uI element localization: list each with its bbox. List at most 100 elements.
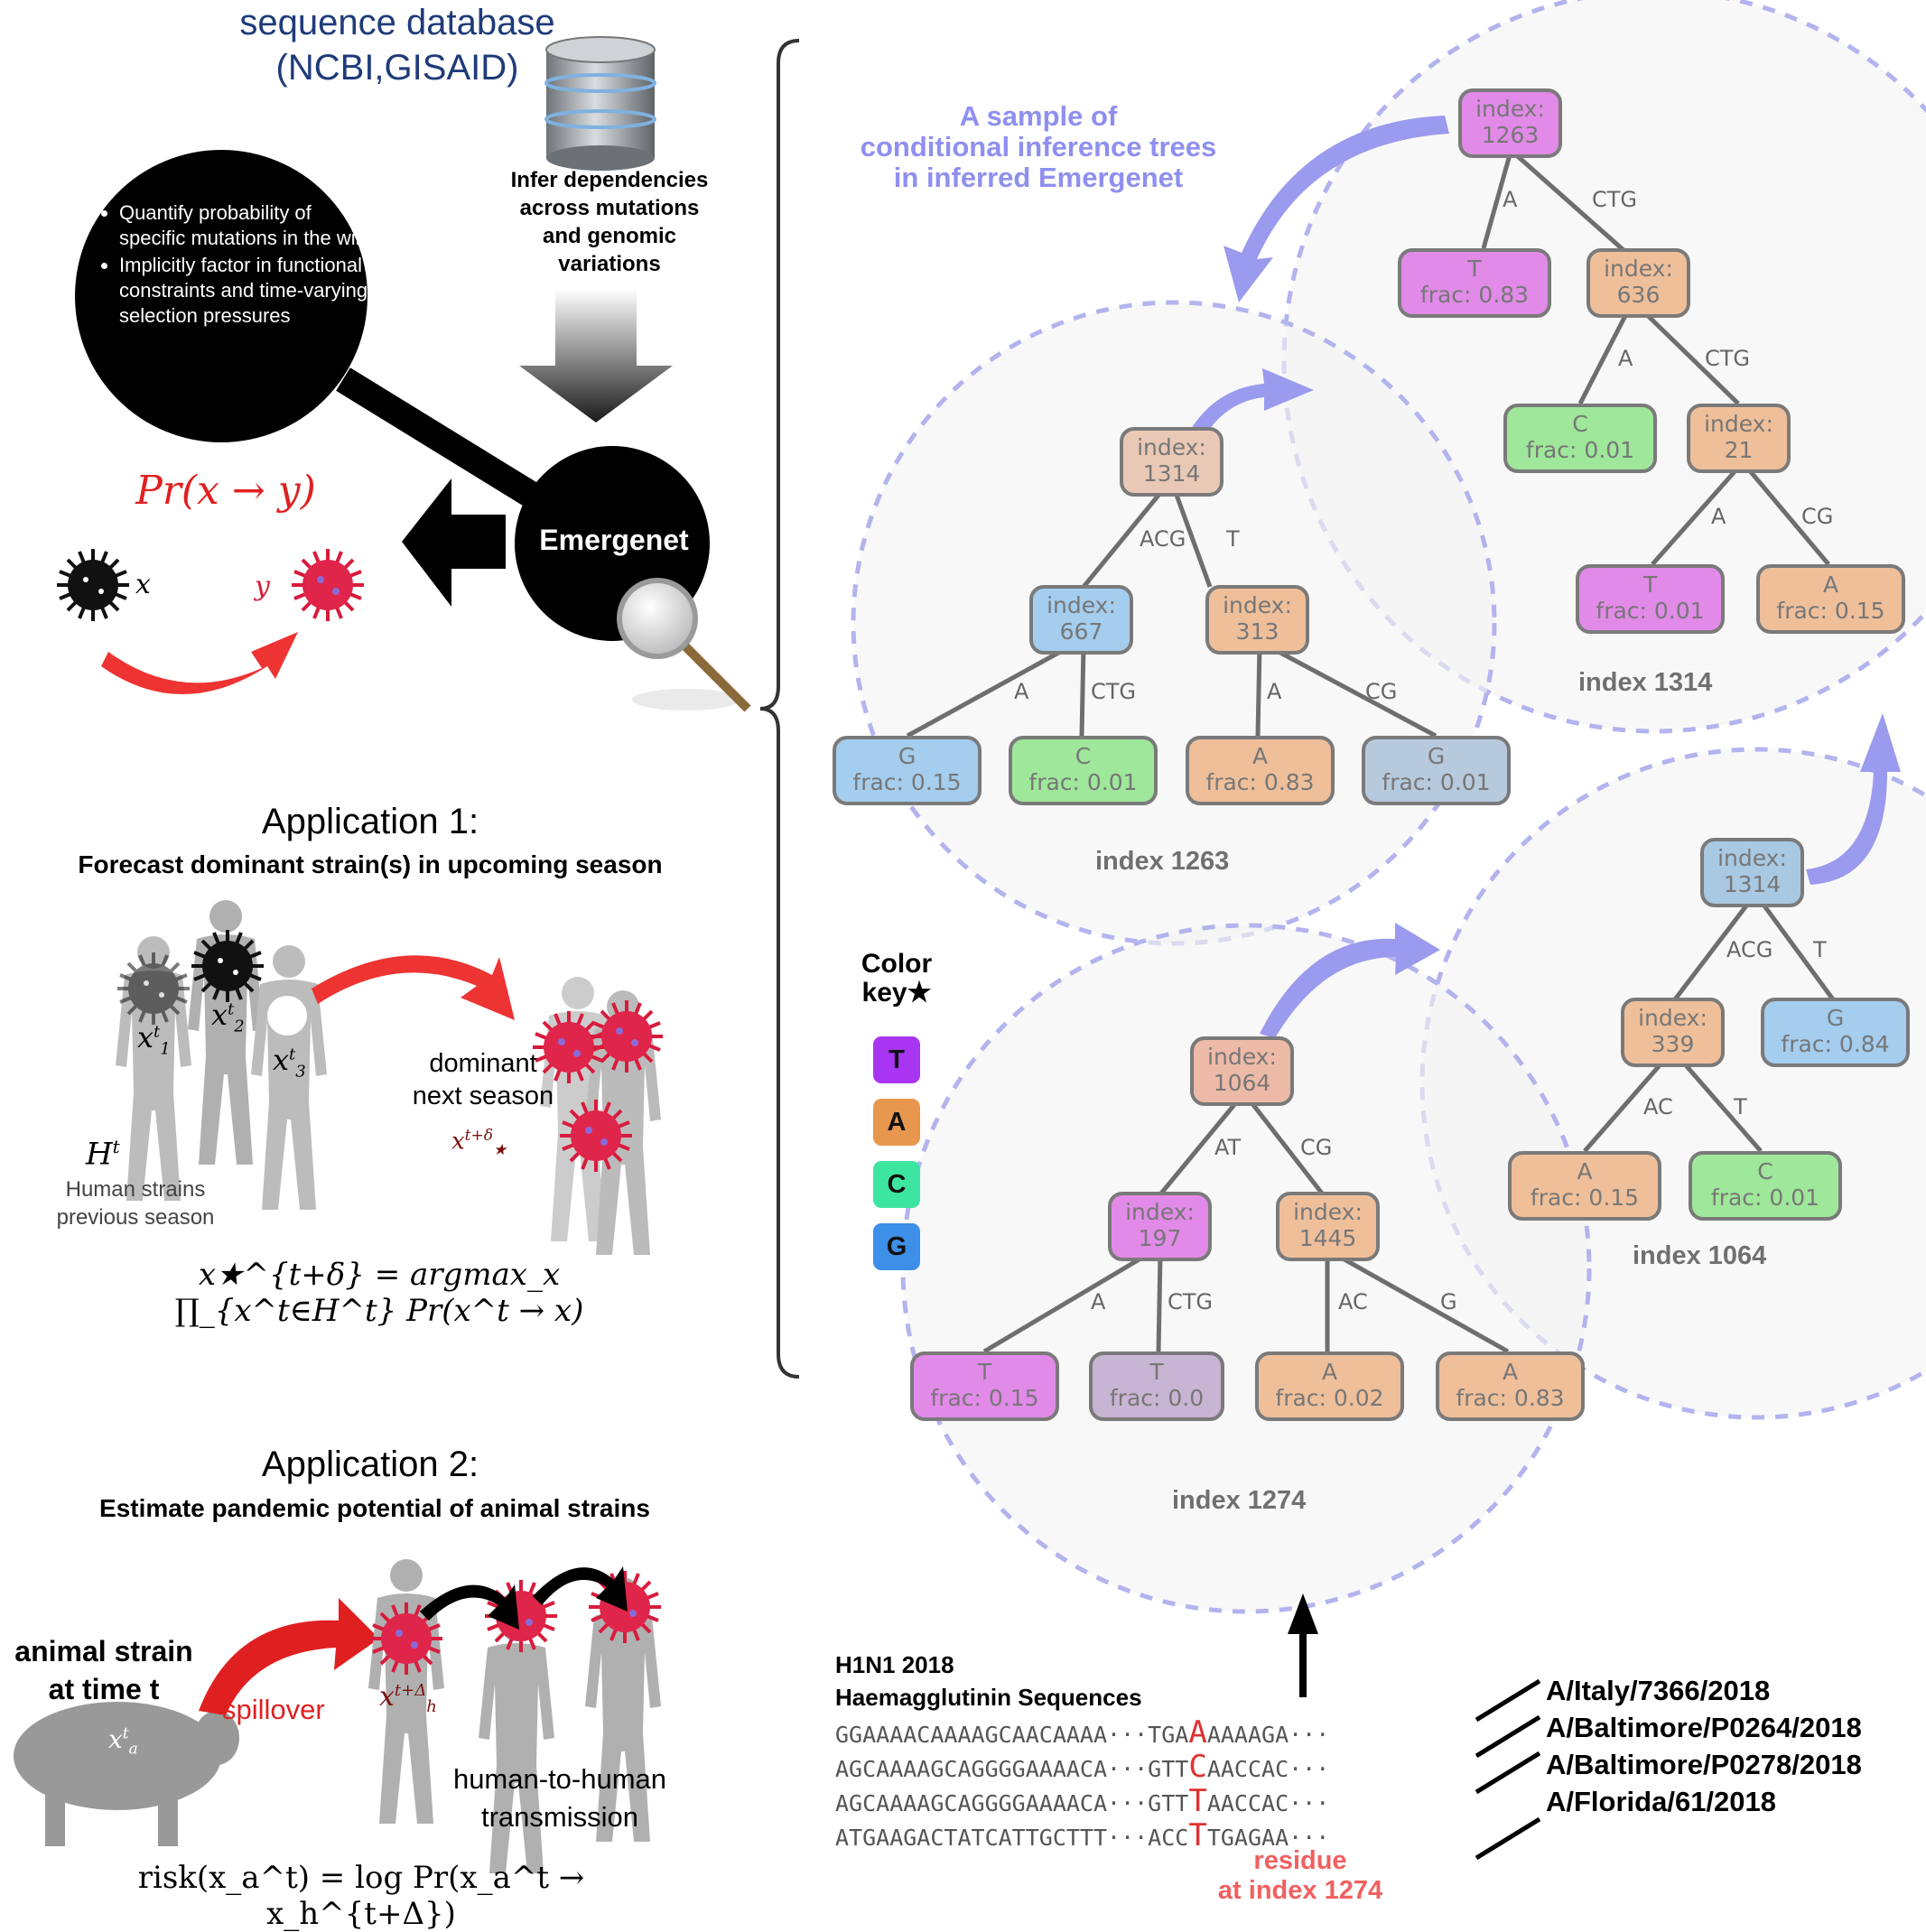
trees-heading-line: A sample of [959,100,1118,132]
tree-node-line2: frac: 0.01 [1596,598,1705,624]
xa-label: xta [108,1724,138,1759]
edge-label: A [1267,679,1282,704]
red-curved-arrow [101,632,298,694]
human-strains-line: previous season [56,1205,215,1230]
tree-node-line1: index: [1293,1199,1363,1225]
tree-node: index:636 [1586,248,1690,318]
animal-line: animal strain [14,1635,193,1667]
tree-node: index:313 [1205,585,1309,655]
tree-node: index:1314 [1120,427,1224,497]
y-label: y [255,571,270,602]
edge-label: CTG [1592,187,1638,212]
human-strains-line: Human strains [65,1177,206,1202]
edge-label: G [1440,1289,1457,1314]
info-bullets: Quantify probability of specific mutatio… [99,200,379,330]
tree-node-line2: frac: 0.83 [1419,282,1530,308]
virus-dominant-3 [558,1098,634,1174]
color-key-title-line: key★ [861,978,932,1008]
transmission-arrow-2 [533,1566,628,1612]
tree-node-line1: index: [1125,1199,1195,1225]
sequences-title-line: H1N1 2018 [835,1651,954,1678]
tree-node-line1: A [1822,571,1839,598]
tree-node-line1: index: [1717,845,1787,871]
tree-node-line2: frac: 0.01 [1028,769,1138,795]
spillover-arrow [199,1598,379,1715]
edge-label: ACG [1726,937,1773,962]
residue-label: residue at index 1274 [1174,1846,1427,1906]
color-key-title-line: Color [861,949,933,979]
edge-label: AC [1643,1094,1673,1119]
edge-label: A [1014,679,1029,704]
residue-line: at index 1274 [1217,1876,1383,1905]
circle-label: index 1064 [1633,1241,1767,1270]
tree-node-line2: frac: 0.0 [1109,1385,1205,1411]
strain-label: A/Baltimore/P0278/2018 [1546,1749,1862,1780]
virus-y-icon [290,547,366,623]
tree-edges [906,150,1836,1354]
tree-node-line2: 21 [1724,437,1754,463]
database-title: sequence database (NCBI,GISAID) [208,0,587,90]
tree-node-line1: index: [1223,592,1292,618]
virus-x1-icon [116,951,191,1026]
x2-label: xt2 [211,998,245,1036]
edge-label: AT [1214,1135,1242,1160]
sequence-row: AGCAAAAGCAGGGGAAAACA···GTTTAACCAC··· [835,1783,1330,1819]
bracket [759,39,800,1379]
dominant-label: dominant next season [397,1047,569,1112]
tree-node-line1: A [1502,1359,1519,1385]
edge-label: CTG [1705,346,1751,371]
color-key-title: Color key★ [852,950,941,1008]
app1-title: Application 1: [261,802,479,841]
tree-node-line2: 1314 [1723,871,1782,897]
pig-icon [14,1702,239,1846]
database-title-line2: (NCBI,GISAID) [275,48,519,88]
bullet-item: Implicitly factor in functional constrai… [119,253,379,329]
tree-node-line1: G [1826,1005,1845,1031]
tree-node: index:1314 [1700,838,1804,907]
color-key-c: C [873,1161,920,1208]
tree-node-line1: index: [1137,434,1206,460]
bullet-item: Quantify probability of specific mutatio… [119,200,379,251]
tree-node-line1: G [898,743,916,769]
virus-dominant-2 [589,999,665,1074]
emergenet-label: Emergenet [539,524,689,556]
ht-label: Ht [86,1136,120,1173]
tree-node-line2: frac: 0.84 [1781,1031,1890,1057]
edge-label: AC [1338,1289,1368,1314]
tree-node-line1: index: [1047,592,1116,618]
tree-node-line2: 1314 [1142,460,1201,487]
edge-label: T [1813,937,1827,962]
virus-x2-icon [190,928,265,1004]
edge-label: ACG [1140,526,1186,552]
edge-label: CG [1365,679,1398,704]
tree-node-line2: frac: 0.15 [1530,1184,1640,1211]
dominant-line: next season [412,1082,554,1110]
tree-node-line1: index: [1475,96,1545,122]
up-arrow-icon [1288,1593,1318,1697]
trees-heading-line: in inferred Emergenet [893,162,1184,193]
infer-line: across mutations [519,196,700,220]
x-star-label: xt+δ★ [451,1127,507,1159]
sequences-title: H1N1 2018 Haemagglutinin Sequences [835,1649,1142,1714]
tree-node: index:197 [1108,1192,1212,1261]
tree-node-line2: frac: 0.83 [1456,1385,1565,1411]
magnifier-icon [617,578,751,712]
transmission-arrow-1 [420,1584,519,1630]
tree-node: index:667 [1029,585,1133,655]
infer-line: variations [558,252,661,276]
tree-node: index:339 [1621,998,1725,1067]
tree-node-line2: 667 [1059,618,1103,645]
tree-node-line1: C [1572,411,1588,437]
